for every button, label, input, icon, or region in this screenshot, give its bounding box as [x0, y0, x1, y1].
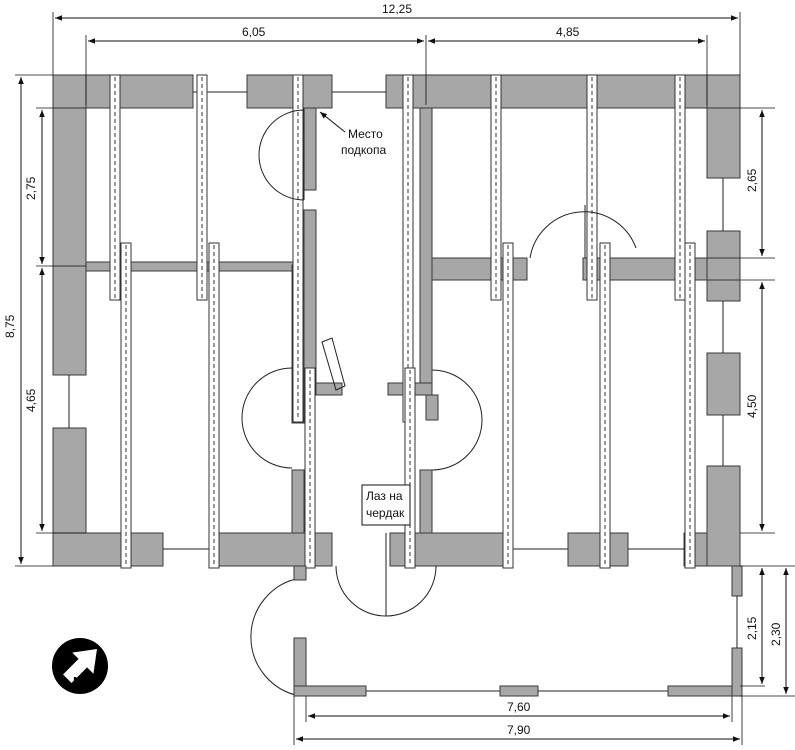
compass-letter: N [73, 674, 82, 689]
dig-spot-note: Место подкопа [319, 111, 386, 157]
ceiling-beam [674, 74, 686, 301]
ceiling-beam [684, 242, 696, 569]
dig-spot-label-1: Место [348, 127, 383, 141]
attic-hatch-label-2: чердак [366, 506, 405, 520]
dim-porch-outer-height: 2,30 [769, 622, 783, 646]
north-compass-icon [52, 638, 108, 694]
doors [241, 109, 637, 697]
dim-right-upper: 2,65 [745, 168, 759, 192]
dim-top-right: 4,85 [556, 25, 580, 39]
porch [293, 565, 743, 697]
ceiling-beam [120, 242, 132, 569]
ceiling-beam [109, 74, 121, 301]
dimension-lines: 12,25 6,05 4,85 8,75 2,75 4,65 2,65 4,50 [3, 2, 795, 745]
dim-porch-inner-height: 2,15 [745, 616, 759, 640]
ceiling-beams [109, 74, 696, 569]
dim-porch-outer-width: 7,90 [507, 723, 531, 737]
dim-porch-inner-width: 7,60 [507, 700, 531, 714]
dim-right-lower: 4,50 [745, 394, 759, 418]
attic-hatch: Лаз на чердак [361, 484, 411, 526]
attic-hatch-label-1: Лаз на [366, 489, 403, 503]
dim-left-lower: 4,65 [24, 388, 38, 412]
dim-left-total: 8,75 [3, 314, 17, 338]
dim-top-left: 6,05 [242, 25, 266, 39]
ceiling-beam [502, 242, 514, 569]
ceiling-beam [490, 74, 502, 301]
ceiling-beam [586, 74, 598, 301]
window-openings [68, 91, 724, 550]
ceiling-beam [196, 74, 208, 301]
dig-spot-label-2: подкопа [341, 143, 386, 157]
ceiling-beam [208, 242, 220, 569]
dim-left-upper: 2,75 [24, 176, 38, 200]
dim-top-total: 12,25 [382, 2, 412, 16]
ceiling-beam [599, 242, 611, 569]
